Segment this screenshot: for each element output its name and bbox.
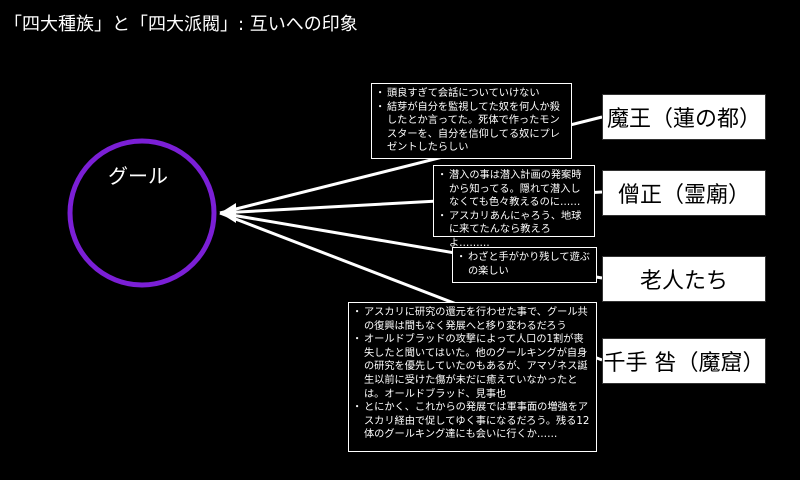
entity-label: 老人たち [639, 269, 728, 294]
arrowhead [220, 203, 236, 223]
note-entity-1: 頭良すぎて会話についていけない 結芽が自分を監視してた奴を何人か殺したとか言って… [371, 83, 572, 159]
note-entity-4: アスカリに研究の還元を行わせた事で、グール共の復興は間もなく発展へと移り変わるだ… [348, 302, 597, 452]
center-node-ring [67, 138, 217, 288]
entity-label: 僧正（霊廟） [617, 183, 750, 208]
note-item: 潜入の事は潜入計画の発案時から知ってる。隠れて潜入しなくても色々教えるのに…… [437, 169, 588, 210]
note-item: 頭良すぎて会話についていけない [375, 87, 565, 101]
note-item: アスカリに研究の還元を行わせた事で、グール共の復興は間もなく発展へと移り変わるだ… [352, 306, 590, 333]
entity-label: 千手 咎（魔窟） [603, 351, 765, 376]
page-title: 「四大種族」と「四大派閥」: 互いへの印象 [4, 14, 358, 35]
note-item: オールドブラッドの攻撃によって人口の1割が喪失したと聞いてはいた。他のグールキン… [352, 333, 590, 401]
entity-box-4: 千手 咎（魔窟） [602, 338, 766, 384]
entity-box-1: 魔王（蓮の都） [602, 94, 766, 140]
entity-box-3: 老人たち [602, 256, 766, 302]
note-item: わざと手がかり残して遊ぶの楽しい [456, 251, 590, 278]
note-item: とにかく、これからの発展では軍事面の増強をアスカリ経由で促してゆく事になるだろう… [352, 401, 590, 442]
entity-box-2: 僧正（霊廟） [602, 170, 766, 216]
entity-label: 魔王（蓮の都） [606, 107, 761, 132]
note-item: アスカリあんにゃろう、地球に来てたんなら教えろよ……… [437, 210, 588, 251]
center-node-label: グール [108, 164, 168, 188]
note-item: 結芽が自分を監視してた奴を何人か殺したとか言ってた。死体で作ったモンスターを、自… [375, 101, 565, 155]
note-entity-2: 潜入の事は潜入計画の発案時から知ってる。隠れて潜入しなくても色々教えるのに…… … [433, 165, 595, 249]
note-entity-3: わざと手がかり残して遊ぶの楽しい [452, 247, 597, 283]
